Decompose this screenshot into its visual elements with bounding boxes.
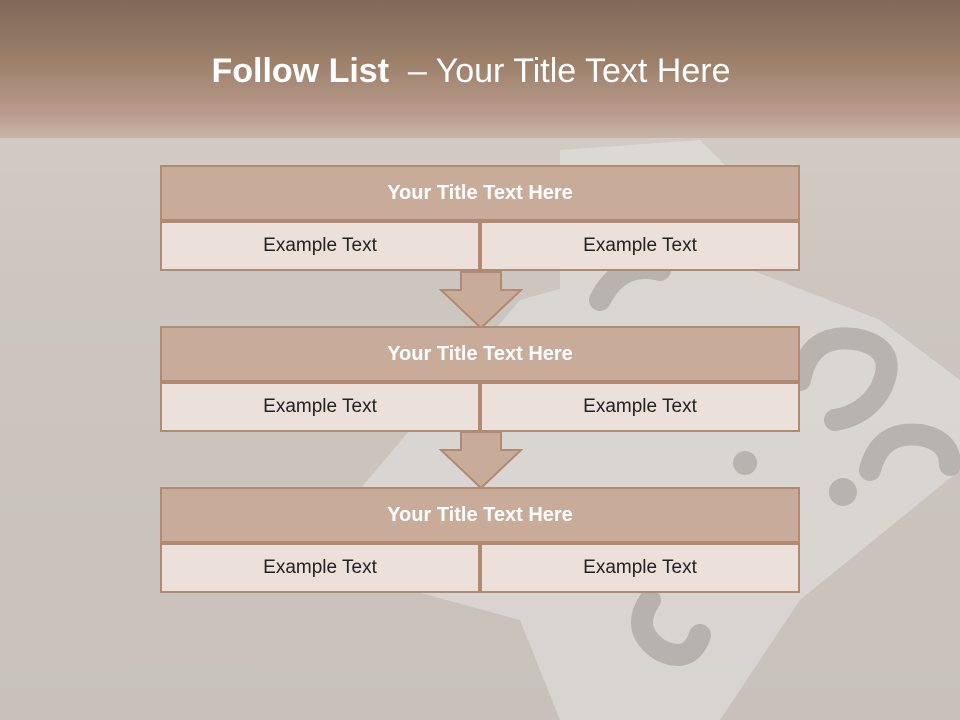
row-title: Your Title Text Here [160,326,800,382]
header-band [0,0,960,138]
row-title: Your Title Text Here [160,487,800,543]
row-cell-right: Example Text [480,382,800,432]
title-rest: – Your Title Text Here [389,52,731,90]
row-title: Your Title Text Here [160,165,800,221]
down-arrow-icon [439,271,523,330]
slide-title: Follow List – Your Title Text Here [0,52,942,91]
row-cell-left: Example Text [160,543,480,593]
row-cell-left: Example Text [160,382,480,432]
down-arrow-icon [439,431,523,490]
title-bold: Follow List [211,52,390,90]
row-cell-right: Example Text [480,543,800,593]
row-cell-right: Example Text [480,221,800,271]
row-cell-left: Example Text [160,221,480,271]
